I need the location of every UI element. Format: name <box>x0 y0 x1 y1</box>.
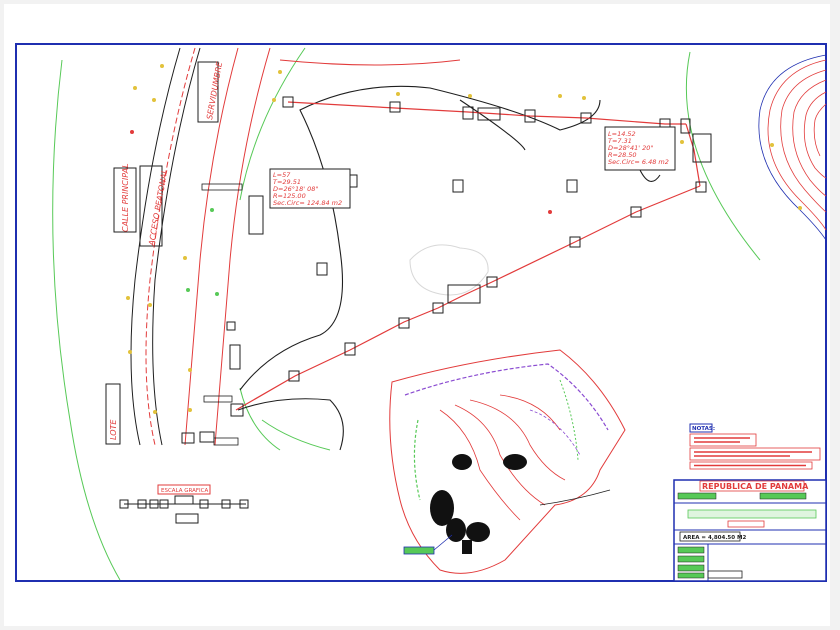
notes-block: NOTAS: <box>689 423 821 470</box>
curve-note-b-line: R=28.50 <box>608 151 637 159</box>
area-label: AREA = 4,804.50 M2 <box>683 535 746 541</box>
curve-note-b-line: D=28°41' 20" <box>608 144 653 152</box>
street-label-boxes <box>105 61 219 445</box>
point-labels <box>126 64 802 414</box>
site-plan <box>389 349 626 574</box>
building-footprint <box>430 490 454 526</box>
contour-lines <box>237 85 661 451</box>
building-footprint <box>452 454 472 470</box>
building-footprint <box>466 522 490 542</box>
building-footprint <box>503 454 527 470</box>
road-lines <box>130 47 201 446</box>
topo-cluster-blue <box>758 54 827 241</box>
rock-outline <box>409 244 489 296</box>
road-lines-red <box>145 47 461 446</box>
curve-note-b-line: L=14.52 <box>608 130 636 138</box>
green-boundary-lines <box>52 47 761 581</box>
drawing-frame <box>15 43 827 582</box>
curve-note-a-line: L=57 <box>273 171 291 179</box>
calle-principal-label: CALLE PRINCIPAL <box>121 163 130 232</box>
building-footprint <box>446 518 466 542</box>
escala-grafica-label: ESCALA GRAFICA <box>161 488 209 494</box>
curve-note-b-line: T=7.31 <box>608 137 632 145</box>
curve-note-a-line: D=26°18' 08" <box>273 185 318 193</box>
curve-note-a-line: Sec.Circ= 124.84 m2 <box>273 199 342 207</box>
graphic-scale: ESCALA GRAFICA <box>119 484 249 524</box>
notas-label: NOTAS: <box>692 426 715 432</box>
left-tag <box>203 395 233 403</box>
lote-label: LOTE <box>109 419 118 440</box>
curve-note-b-line: Sec.Circ= 6.48 m2 <box>608 158 669 166</box>
left-tag <box>213 437 239 446</box>
left-tag <box>201 183 243 191</box>
servidumbre-label: SERVIDUMBRE <box>205 60 224 120</box>
republica-title: REPUBLICA DE PANAMA <box>702 482 809 491</box>
curve-note-b-box <box>604 126 676 171</box>
topo-cluster-right <box>767 59 827 231</box>
acceso-peatonal-label: ACCESO PEATONAL <box>147 168 169 247</box>
site-plan-tag <box>403 546 435 555</box>
curve-note-a-line: T=29.51 <box>273 178 301 186</box>
survey-markers <box>181 96 712 444</box>
curve-note-a-box <box>269 168 351 209</box>
title-block: REPUBLICA DE PANAMA AREA = 4,804.50 M2 <box>673 479 827 582</box>
curve-note-a-line: R=125.00 <box>273 192 306 200</box>
